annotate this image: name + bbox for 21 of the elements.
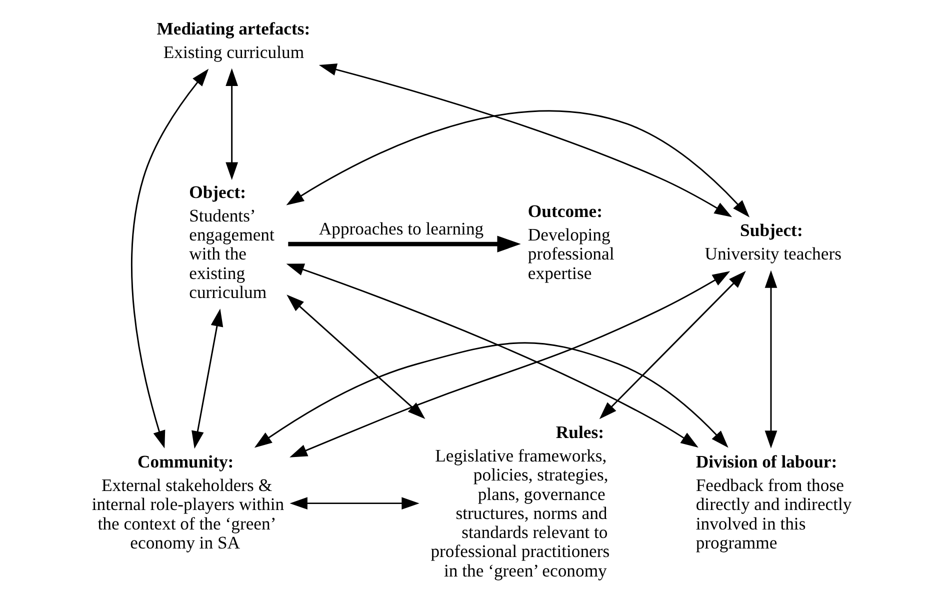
arrow — [599, 270, 746, 420]
arrow — [192, 308, 224, 449]
node-text: Mediating artefacts: Existing curriculum — [156, 18, 310, 62]
node-text: Division of labour: Feedback from those directly and indirectly involved in this programme — [696, 451, 852, 552]
arrow — [131, 68, 209, 448]
node-text: Subject: University teachers — [704, 220, 842, 264]
arrow — [254, 342, 728, 448]
arrow — [764, 270, 778, 448]
edge-label: Approaches to learning — [318, 218, 484, 239]
node-text: Object: Students’ engagement with the existing curriculum — [189, 182, 274, 302]
arrow — [286, 294, 426, 419]
arrow — [288, 236, 521, 252]
arrow — [318, 63, 732, 218]
arrow — [290, 271, 730, 458]
node-text: Rules: Legislative frameworks, policies, strategies, plans, governance structures, norms and standards relevant to professional practitioners in the ‘green’ economy — [430, 422, 610, 580]
node-text: Community: External stakeholders & internal role-players within the context of the ‘green’ economy in SA — [92, 451, 284, 552]
arrow — [286, 110, 750, 218]
arrow — [286, 264, 698, 448]
node-text: Outcome: Developing professional expertise — [528, 200, 614, 283]
arrow — [226, 68, 238, 180]
arrow — [290, 497, 420, 510]
